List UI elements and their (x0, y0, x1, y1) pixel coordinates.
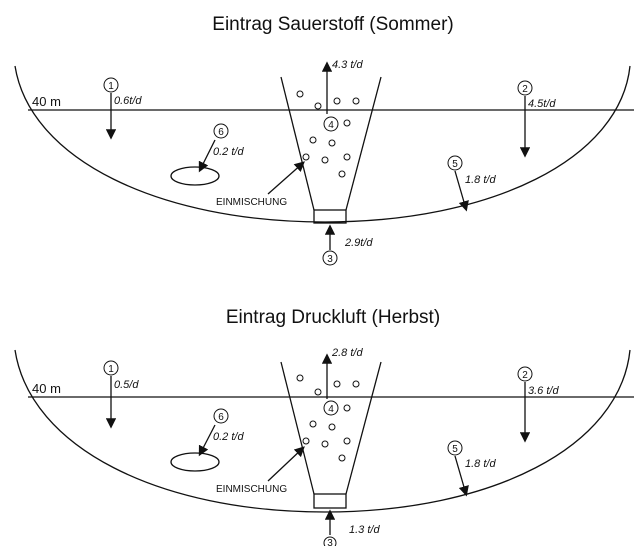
flow-3-value: 2.9t/d (344, 237, 373, 249)
flow-5-marker (447, 155, 463, 171)
panel-title: Eintrag Druckluft (Herbst) (226, 307, 440, 328)
flow-4-id: 4 (328, 120, 334, 131)
flow-6: 6 0.2 t/d (170, 123, 244, 186)
flow-4-marker (323, 116, 339, 132)
mixing-label: EINMISCHUNG (216, 197, 287, 208)
flow-5-arrow (454, 455, 469, 497)
flow-2: 2 3.6 t/d (517, 366, 559, 443)
mixing-plume (280, 361, 382, 509)
flow-6-id: 6 (218, 412, 224, 423)
sediment-ellipse (170, 166, 220, 186)
mixing-plume (280, 76, 382, 224)
mixing-annotation: EINMISCHUNG (216, 446, 305, 495)
flow-6-arrow (198, 139, 216, 173)
flow-2: 2 4.5t/d (517, 80, 556, 158)
diffuser-box (313, 493, 347, 509)
depth-label: 40 m (32, 94, 61, 109)
flow-1-id: 1 (108, 364, 114, 375)
flow-5-id: 5 (452, 444, 458, 455)
flow-6: 6 0.2 t/d (170, 408, 244, 472)
flow-6-marker (213, 408, 229, 424)
panel-title: Eintrag Sauerstoff (Sommer) (212, 14, 453, 35)
flow-6-arrow (198, 424, 216, 457)
flow-1: 1 0.6t/d (103, 77, 142, 140)
flow-1: 1 0.5/d (103, 360, 139, 429)
flow-6-id: 6 (218, 127, 224, 138)
flow-4-value: 4.3 t/d (332, 59, 363, 71)
flow-1-value: 0.6t/d (114, 95, 142, 107)
flow-4: 2.8 t/d 4 (321, 347, 363, 416)
mixing-arrow (267, 161, 305, 195)
flow-5-id: 5 (452, 159, 458, 170)
panel-sommer: Eintrag Sauerstoff (Sommer) 40 m 1 0.6t/… (14, 14, 634, 266)
diffuser-box (313, 209, 347, 224)
flow-5: 5 1.8 t/d (447, 440, 496, 497)
plume-left-wall (280, 76, 315, 211)
flow-3-id: 3 (327, 254, 333, 265)
flow-3-marker (322, 250, 338, 266)
flow-2-id: 2 (522, 84, 528, 95)
flow-2-value: 3.6 t/d (528, 385, 559, 397)
mixing-arrow (267, 446, 305, 482)
flow-5-value: 1.8 t/d (465, 174, 496, 186)
flow-1-id: 1 (108, 81, 114, 92)
flow-4-value: 2.8 t/d (331, 347, 363, 359)
flow-3-id: 3 (327, 538, 333, 546)
plume-right-wall (345, 76, 382, 211)
flow-1-marker (103, 360, 119, 376)
panel-herbst: Eintrag Druckluft (Herbst) 40 m 1 0.5/d … (14, 307, 634, 546)
flow-4-id: 4 (328, 404, 334, 415)
plume-right-wall (345, 361, 382, 495)
sediment-ellipse (170, 452, 220, 472)
flow-1-value: 0.5/d (114, 379, 139, 391)
plume-left-wall (280, 361, 315, 495)
flow-2-value: 4.5t/d (528, 98, 556, 110)
flow-1-marker (103, 77, 119, 93)
flow-3-marker (323, 536, 337, 546)
flow-5-marker (447, 440, 463, 456)
flow-3: 2.9t/d 3 (322, 224, 373, 266)
depth-label: 40 m (32, 381, 61, 396)
mixing-annotation: EINMISCHUNG (216, 161, 305, 208)
flow-2-id: 2 (522, 370, 528, 381)
flow-3-value: 1.3 t/d (349, 524, 380, 536)
flow-5-arrow (454, 170, 469, 212)
flow-5: 5 1.8 t/d (447, 155, 496, 212)
flow-4-marker (323, 400, 339, 416)
flow-4: 4.3 t/d 4 (321, 59, 363, 132)
flow-2-marker (517, 80, 533, 96)
lake-basin (14, 65, 631, 223)
flow-2-marker (517, 366, 533, 382)
flow-6-value: 0.2 t/d (213, 431, 244, 443)
flow-6-value: 0.2 t/d (213, 146, 244, 158)
flow-6-marker (213, 123, 229, 139)
flow-3: 1.3 t/d 3 (323, 509, 380, 546)
mixing-label: EINMISCHUNG (216, 484, 287, 495)
flow-5-value: 1.8 t/d (465, 458, 496, 470)
